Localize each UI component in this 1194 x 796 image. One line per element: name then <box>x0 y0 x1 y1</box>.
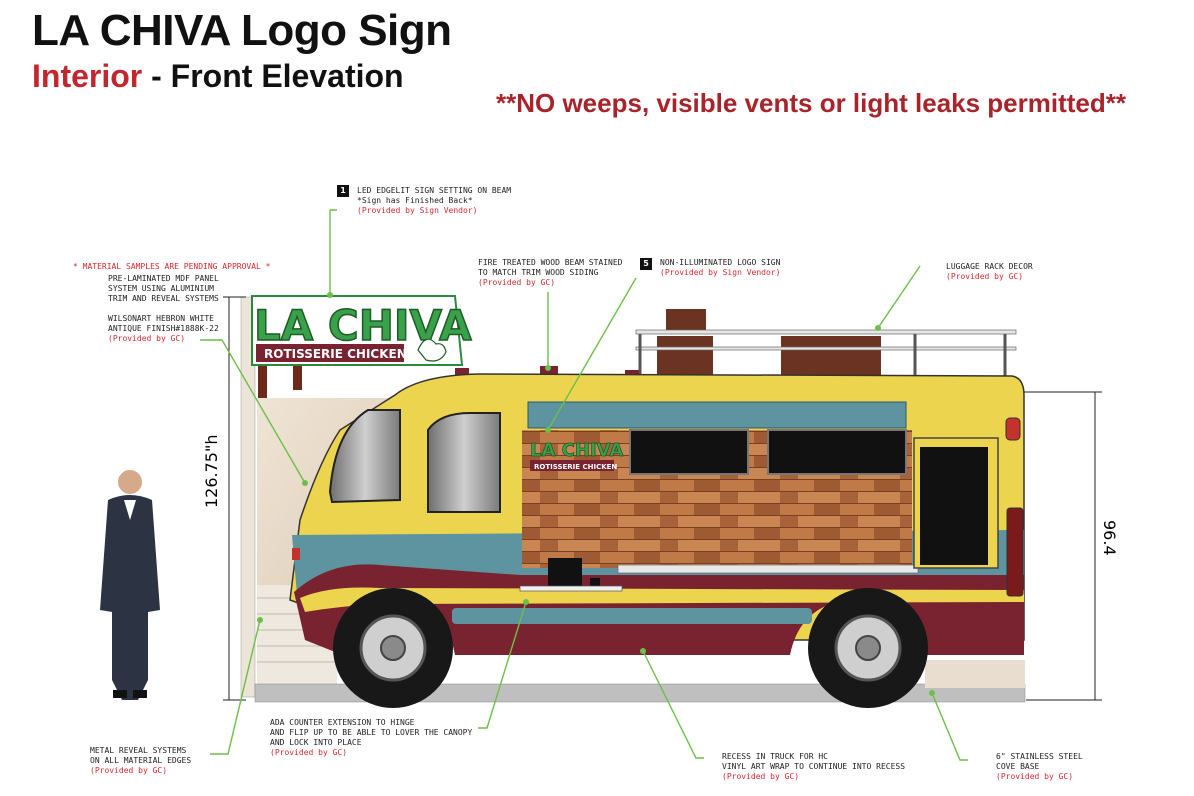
ada-line1: ADA COUNTER EXTENSION TO HINGE <box>270 718 415 727</box>
mdf-line2: SYSTEM USING ALUMINIUM <box>108 284 214 293</box>
metal-provider: (Provided by GC) <box>90 766 168 775</box>
page-subtitle: Interior - Front Elevation <box>32 58 404 95</box>
logo-sign-label: NON-ILLUMINATED LOGO SIGN <box>660 258 781 267</box>
wilsonart-line2: ANTIQUE FINISH#1888K-22 <box>108 324 219 333</box>
callout-leaders <box>200 209 968 761</box>
sign-tagline-text: ROTISSERIE CHICKEN <box>264 347 407 361</box>
callout-ada-counter: ADA COUNTER EXTENSION TO HINGE AND FLIP … <box>270 718 472 758</box>
ada-line3: AND LOCK INTO PLACE <box>270 738 362 747</box>
callout-led-sign: LED EDGELIT SIGN SETTING ON BEAM *Sign h… <box>357 186 511 216</box>
la-chiva-logo-sign: LA CHIVA ROTISSERIE CHICKEN <box>251 295 473 366</box>
metal-line2: ON ALL MATERIAL EDGES <box>90 756 192 765</box>
callout-wood-beam: FIRE TREATED WOOD BEAM STAINED TO MATCH … <box>478 258 623 288</box>
recess-line1: RECESS IN TRUCK FOR HC <box>722 752 828 761</box>
recess-provider: (Provided by GC) <box>722 772 800 781</box>
cove-line2: COVE BASE <box>996 762 1040 771</box>
recess-line2: VINYL ART WRAP TO CONTINUE INTO RECESS <box>722 762 906 771</box>
right-dimension <box>1024 391 1102 701</box>
front-wheel <box>333 588 453 708</box>
callout-mdf-panel: PRE-LAMINATED MDF PANEL SYSTEM USING ALU… <box>108 274 219 304</box>
callout-metal-reveal: METAL REVEAL SYSTEMS ON ALL MATERIAL EDG… <box>90 746 191 776</box>
callout-luggage-rack: LUGGAGE RACK DECOR (Provided by GC) <box>946 262 1033 282</box>
mdf-line3: TRIM AND REVEAL SYSTEMS <box>108 294 219 303</box>
beam-line1: FIRE TREATED WOOD BEAM STAINED <box>478 258 623 267</box>
left-dimension <box>223 296 246 701</box>
callout-recess: RECESS IN TRUCK FOR HC VINYL ART WRAP TO… <box>722 752 905 782</box>
beam-provider: (Provided by GC) <box>478 278 556 287</box>
ada-counter <box>519 585 623 592</box>
food-truck: LA CHIVA ROTISSERIE CHICKEN <box>289 373 1025 655</box>
human-figure-scale <box>100 470 160 700</box>
mdf-panel <box>240 296 256 698</box>
subtitle-elevation: - Front Elevation <box>142 58 404 94</box>
wilsonart-line1: WILSONART HEBRON WHITE <box>108 314 214 323</box>
luggage-rack-decor <box>635 309 1017 378</box>
callout-cove-base: 6" STAINLESS STEEL COVE BASE (Provided b… <box>996 752 1083 782</box>
callout-led-sign-sub: *Sign has Finished Back* <box>357 196 473 205</box>
sign-post-right <box>293 366 302 390</box>
cove-line1: 6" STAINLESS STEEL <box>996 752 1083 761</box>
callout-dots <box>257 292 935 696</box>
callout-number-1: 1 <box>337 185 349 197</box>
sign-logo-text: LA CHIVA <box>254 301 472 350</box>
right-height-label: 96.4 <box>1100 520 1119 556</box>
truck-logo-text: LA CHIVA <box>530 440 623 461</box>
material-samples-alert: * MATERIAL SAMPLES ARE PENDING APPROVAL … <box>73 262 271 271</box>
callout-led-sign-label: LED EDGELIT SIGN SETTING ON BEAM <box>357 186 512 195</box>
sign-post-left <box>258 366 267 398</box>
mdf-line1: PRE-LAMINATED MDF PANEL <box>108 274 219 283</box>
ada-provider: (Provided by GC) <box>270 748 348 757</box>
subtitle-interior: Interior <box>32 58 143 94</box>
rear-wheel <box>808 588 928 708</box>
ada-line2: AND FLIP UP TO BE ABLE TO LOVER THE CANO… <box>270 728 473 737</box>
wilsonart-provider: (Provided by GC) <box>108 334 186 343</box>
rack-label: LUGGAGE RACK DECOR <box>946 262 1033 271</box>
callout-number-5: 5 <box>640 258 652 270</box>
callout-logo-sign: NON-ILLUMINATED LOGO SIGN (Provided by S… <box>660 258 780 278</box>
canopy <box>527 401 907 429</box>
page-title: LA CHIVA Logo Sign <box>32 6 452 55</box>
warning-note: **NO weeps, visible vents or light leaks… <box>496 88 1126 118</box>
truck-logo-tagline: ROTISSERIE CHICKEN <box>534 463 617 471</box>
beam-line2: TO MATCH TRIM WOOD SIDING <box>478 268 599 277</box>
roof-bump-1 <box>455 368 469 378</box>
cove-provider: (Provided by GC) <box>996 772 1074 781</box>
callout-led-sign-provider: (Provided by Sign Vendor) <box>357 206 478 215</box>
metal-line1: METAL REVEAL SYSTEMS <box>90 746 187 755</box>
logo-sign-provider: (Provided by Sign Vendor) <box>660 268 781 277</box>
rack-provider: (Provided by GC) <box>946 272 1024 281</box>
left-height-label: 126.75"h <box>202 435 221 508</box>
callout-wilsonart: WILSONART HEBRON WHITE ANTIQUE FINISH#18… <box>108 314 219 344</box>
